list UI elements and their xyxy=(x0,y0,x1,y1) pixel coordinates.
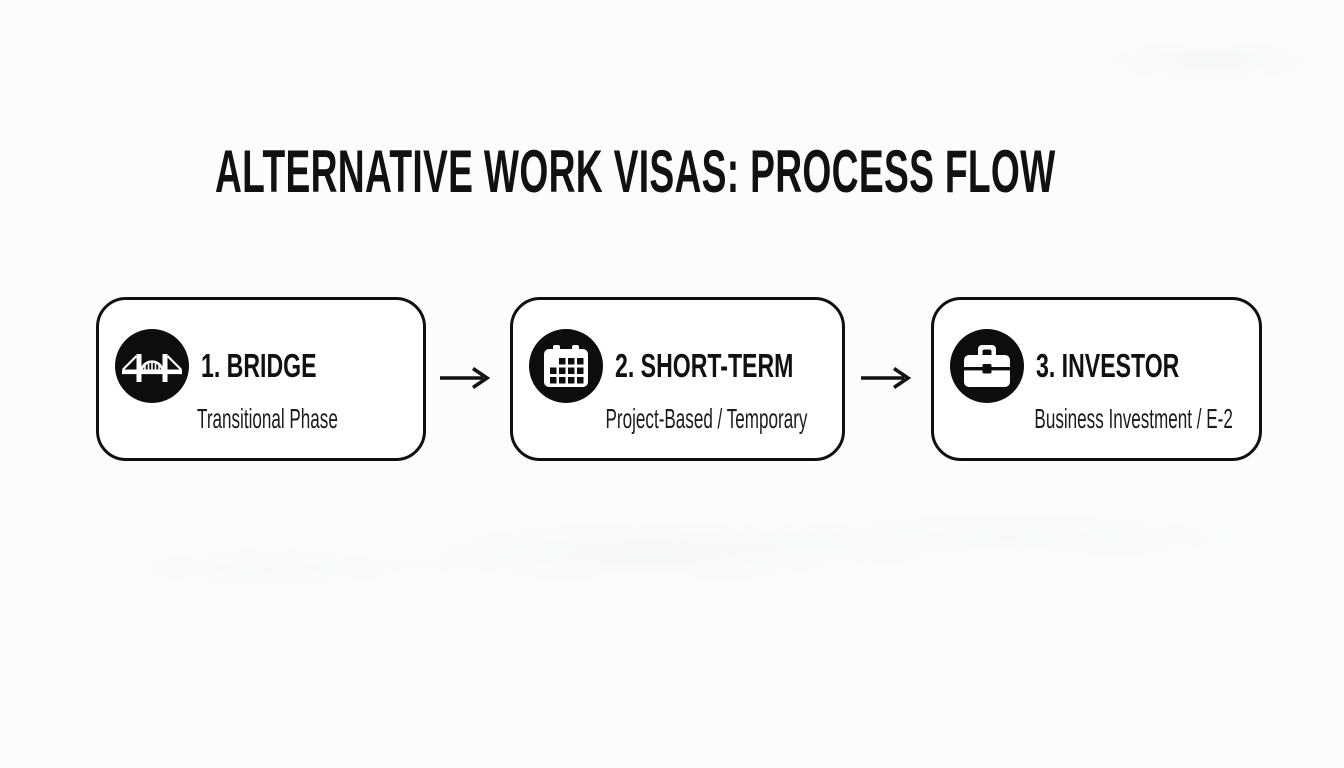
step-title: 3. INVESTOR xyxy=(1036,347,1180,384)
step-card-bridge: 1. BRIDGE Transitional Phase xyxy=(96,297,426,461)
step-title: 1. BRIDGE xyxy=(201,347,317,384)
calendar-icon xyxy=(529,329,603,403)
step-subtitle: Project-Based / Temporary xyxy=(605,403,808,434)
briefcase-icon xyxy=(950,329,1024,403)
bridge-icon xyxy=(115,329,189,403)
flow-arrow-2 xyxy=(858,364,914,392)
page-title: ALTERNATIVE WORK VISAS: PROCESS FLOW xyxy=(215,138,1056,205)
step-subtitle: Business Investment / E-2 xyxy=(1034,403,1233,434)
arrow-right-icon xyxy=(440,367,491,389)
step-title: 2. SHORT-TERM xyxy=(615,347,794,384)
flow-arrow-1 xyxy=(437,364,493,392)
arrow-right-icon xyxy=(861,367,912,389)
step-card-investor: 3. INVESTOR Business Investment / E-2 xyxy=(931,297,1262,461)
step-card-short-term: 2. SHORT-TERM Project-Based / Temporary xyxy=(510,297,845,461)
step-subtitle: Transitional Phase xyxy=(196,403,338,434)
